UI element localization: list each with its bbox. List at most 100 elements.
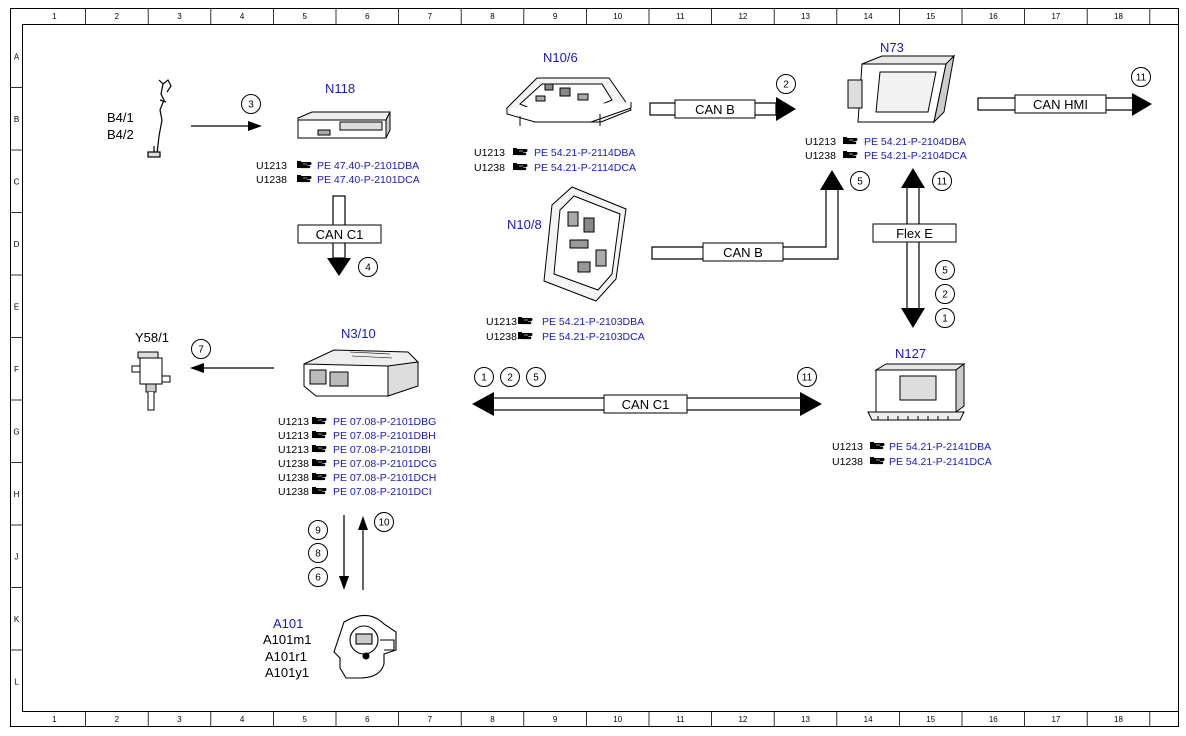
n10-8-title: N10/8 (507, 217, 542, 232)
can-b-lower-bus: CAN B (651, 170, 844, 262)
document-reference-link[interactable]: PE 54.21-P-2103DCA (542, 331, 645, 343)
grid-column-label-top: 18 (1114, 12, 1123, 21)
n3-10-title: N3/10 (341, 326, 376, 341)
flex-e-label: Flex E (896, 226, 933, 241)
pointing-hand-icon (869, 456, 885, 465)
step-circle (474, 367, 494, 387)
variant-code: U1213 (256, 160, 287, 172)
grid-column-label-bottom: 16 (989, 715, 998, 724)
grid-row-label: D (14, 240, 20, 249)
document-reference-link[interactable]: PE 07.08-P-2101DCI (333, 486, 432, 498)
document-reference-link[interactable]: PE 07.08-P-2101DBH (333, 430, 436, 442)
pointing-hand-icon (311, 486, 327, 495)
grid-column-label-top: 10 (613, 12, 622, 21)
grid-column-label-top: 8 (490, 12, 495, 21)
step-circle (308, 520, 328, 540)
grid-column-label-bottom: 7 (428, 715, 433, 724)
pointing-hand-icon (311, 416, 327, 425)
variant-code: U1238 (256, 174, 287, 186)
n127-title: N127 (895, 346, 926, 361)
step-number: 11 (1136, 73, 1147, 84)
document-reference-link[interactable]: PE 54.21-P-2114DBA (534, 147, 635, 159)
variant-code: U1213 (278, 430, 309, 442)
document-reference-link[interactable]: PE 54.21-P-2103DBA (542, 316, 644, 328)
grid-column-label-bottom: 2 (115, 715, 120, 724)
step-number: 2 (783, 80, 789, 91)
variant-code: U1238 (278, 458, 309, 470)
grid-column-label-top: 17 (1051, 12, 1060, 21)
pointing-hand-icon (517, 316, 533, 325)
grid-column-label-bottom: 1 (52, 715, 57, 724)
step-circle (850, 171, 870, 191)
document-reference-link[interactable]: PE 47.40-P-2101DCA (317, 174, 420, 186)
step-number: 11 (937, 177, 948, 188)
grid-row-label: G (13, 427, 19, 436)
pointing-hand-icon (869, 441, 885, 450)
a101-throttle: A101 A101m1 A101r1 A101y1 (263, 614, 397, 680)
step-circle (374, 512, 394, 532)
grid-column-label-bottom: 18 (1114, 715, 1123, 724)
document-reference-link[interactable]: PE 54.21-P-2104DCA (864, 150, 967, 162)
step-circle (797, 367, 817, 387)
solenoid-valve-icon (131, 351, 171, 411)
grid-column-label-top: 2 (115, 12, 120, 21)
step-number: 2 (507, 373, 513, 384)
document-reference-link[interactable]: PE 07.08-P-2101DCG (333, 458, 437, 470)
variant-code: U1213 (486, 316, 517, 328)
step-circle (935, 284, 955, 304)
grid-column-label-top: 5 (302, 12, 307, 21)
grid-row-label: L (14, 677, 19, 686)
a101-title: A101 (273, 616, 303, 631)
grid-column-label-bottom: 4 (240, 715, 245, 724)
document-reference-link[interactable]: PE 54.21-P-2141DCA (889, 456, 992, 468)
n118-box-icon (297, 111, 391, 139)
grid-column-label-bottom: 17 (1051, 715, 1060, 724)
grid-column-label-bottom: 8 (490, 715, 495, 724)
pointing-hand-icon (311, 430, 327, 439)
document-reference-link[interactable]: PE 47.40-P-2101DBA (317, 160, 419, 172)
document-reference-link[interactable]: PE 07.08-P-2101DBI (333, 444, 431, 456)
variant-code: U1213 (474, 147, 505, 159)
step-circle (935, 260, 955, 280)
step-number: 10 (378, 518, 390, 529)
variant-code: U1238 (278, 472, 309, 484)
document-reference-link[interactable]: PE 54.21-P-2141DBA (889, 441, 991, 453)
grid-column-label-top: 1 (52, 12, 57, 21)
can-c1-vertical-label: CAN C1 (316, 227, 364, 242)
variant-code: U1238 (832, 456, 863, 468)
pointing-hand-icon (296, 160, 312, 169)
grid-column-label-bottom: 10 (613, 715, 622, 724)
step-circle (358, 257, 378, 277)
document-reference-link[interactable]: PE 07.08-P-2101DCH (333, 472, 436, 484)
pointing-hand-icon (311, 458, 327, 467)
grid-column-label-bottom: 6 (365, 715, 370, 724)
step-number: 6 (315, 573, 321, 584)
pointing-hand-icon (842, 150, 858, 159)
step-circle (308, 567, 328, 587)
flex-e-bus: Flex E (872, 168, 957, 328)
grid-row-label: E (14, 302, 19, 311)
can-c1-vertical-bus: CAN C1 (297, 195, 382, 276)
n73-title: N73 (880, 40, 904, 55)
a101-label-1: A101m1 (263, 632, 311, 647)
can-b-top-bus: CAN B (649, 97, 796, 121)
document-reference-link[interactable]: PE 54.21-P-2114DCA (534, 162, 636, 174)
n10-6-title: N10/6 (543, 50, 578, 65)
pointing-hand-icon (512, 147, 528, 156)
b4-label-1: B4/1 (107, 110, 134, 125)
n10-6-sam-icon (506, 77, 632, 126)
n127-module: N127 U1213 PE 54.21-P-2141DBA U1238 PE 54.2… (832, 346, 992, 468)
b4-label-2: B4/2 (107, 127, 134, 142)
step-number: 3 (248, 100, 254, 111)
grid-row-label: C (14, 177, 20, 186)
n127-references: U1213 PE 54.21-P-2141DBA U1238 PE 54.21-P-2… (832, 441, 992, 468)
variant-code: U1213 (832, 441, 863, 453)
document-reference-link[interactable]: PE 07.08-P-2101DBG (333, 416, 436, 428)
grid-row-label: A (14, 52, 20, 61)
n127-module-icon (867, 363, 966, 421)
document-reference-link[interactable]: PE 54.21-P-2104DBA (864, 136, 966, 148)
pointing-hand-icon (311, 444, 327, 453)
